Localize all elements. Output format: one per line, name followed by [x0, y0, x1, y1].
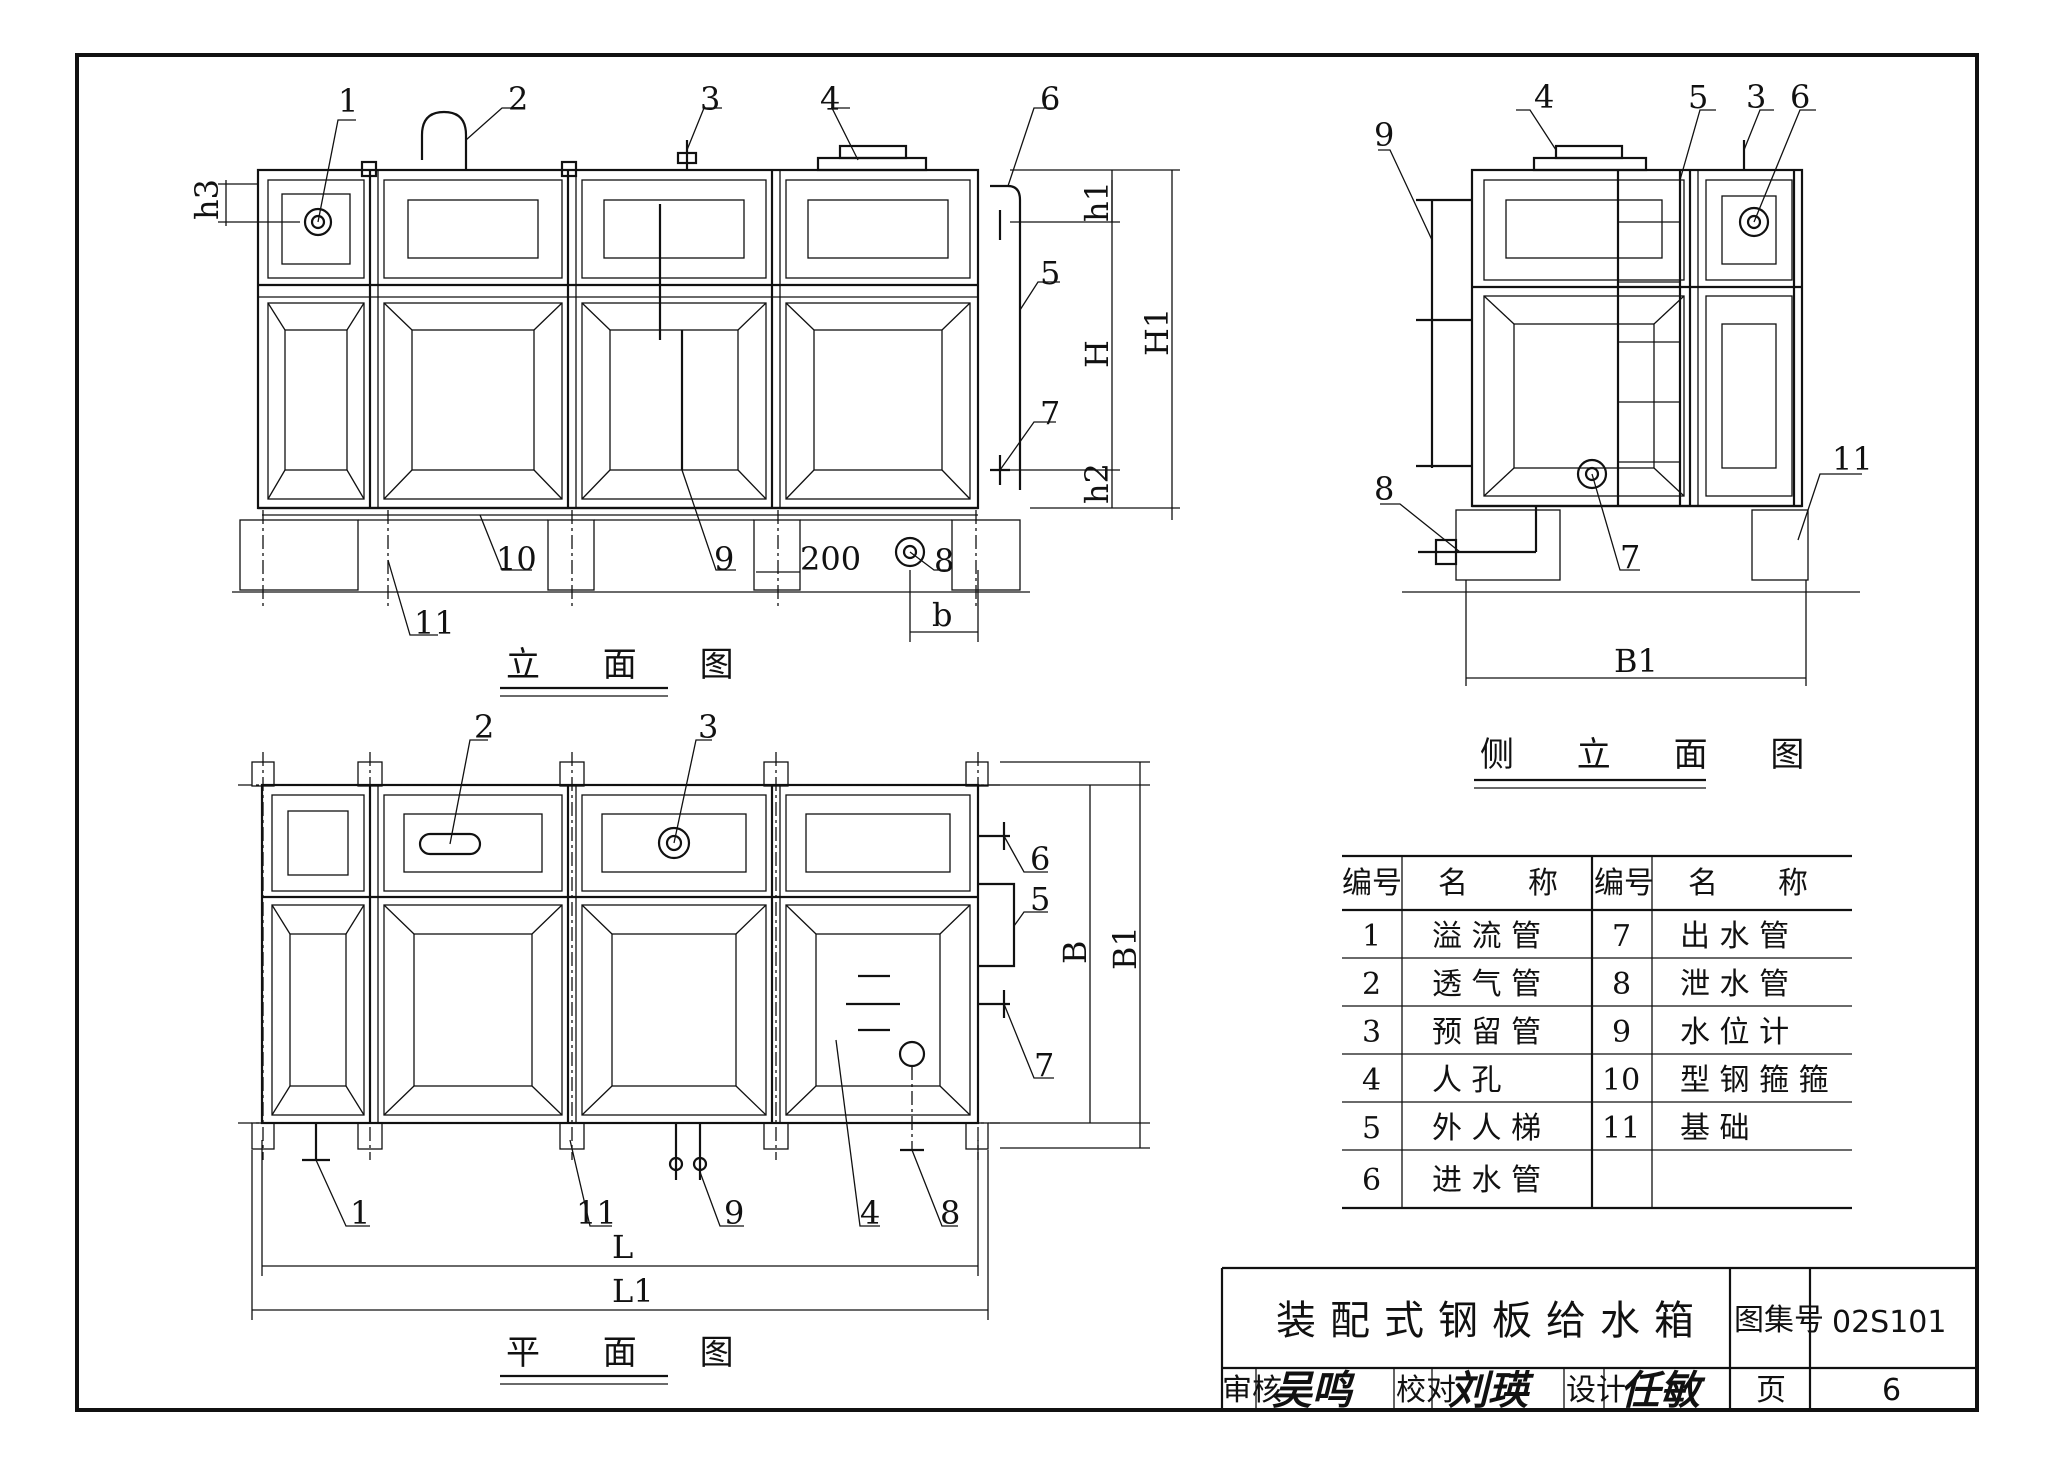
side-callout-9: 9 — [1374, 116, 1394, 154]
side-view-title: 侧 立 面 图 — [1480, 735, 1830, 775]
page-number: 6 — [1882, 1373, 1901, 1408]
legend-header-no-1: 编号 — [1342, 866, 1402, 901]
front-dim-b: b — [932, 596, 952, 634]
front-dim-H1: H1 — [1138, 308, 1176, 356]
legend-name: 泄 水 管 — [1680, 967, 1789, 1002]
legend-no: 10 — [1602, 1063, 1640, 1098]
front-callout-7: 7 — [1040, 394, 1060, 432]
front-callout-10: 10 — [496, 540, 537, 578]
check-signature: 刘瑛 — [1448, 1367, 1535, 1414]
front-elevation — [218, 107, 1180, 642]
front-dim-h3: h3 — [188, 179, 226, 220]
front-callout-3: 3 — [700, 80, 720, 118]
legend-no: 2 — [1362, 967, 1381, 1002]
front-callout-6: 6 — [1040, 80, 1060, 118]
page-label: 页 — [1756, 1373, 1786, 1408]
plan-view-title: 平 面 图 — [506, 1333, 760, 1373]
legend-name: 型 钢 箍 箍 — [1680, 1063, 1829, 1098]
legend-no: 7 — [1612, 919, 1631, 954]
legend-no: 6 — [1362, 1163, 1381, 1198]
plan-callout-3: 3 — [698, 708, 718, 746]
check-label: 校对 — [1396, 1373, 1456, 1408]
legend-no: 1 — [1362, 919, 1381, 954]
front-dim-h2: h2 — [1078, 463, 1116, 504]
plan-dim-L: L — [612, 1228, 633, 1266]
side-callout-7: 7 — [1620, 538, 1640, 576]
legend-table — [1342, 854, 1852, 1210]
plan-callout-8: 8 — [940, 1194, 960, 1232]
legend-name: 基 础 — [1680, 1111, 1750, 1146]
plan-dim-B: B — [1056, 940, 1094, 964]
plan-callout-9: 9 — [724, 1194, 744, 1232]
plan-dim-B1: B1 — [1106, 926, 1144, 970]
side-callout-4: 4 — [1534, 78, 1554, 116]
side-elevation — [1378, 109, 1862, 686]
plan-callout-5: 5 — [1030, 880, 1050, 918]
review-label: 审核 — [1222, 1373, 1282, 1408]
legend-name: 外 人 梯 — [1432, 1111, 1541, 1146]
front-dim-h1: h1 — [1078, 181, 1116, 222]
legend-no: 3 — [1362, 1015, 1381, 1050]
plan-callout-7: 7 — [1034, 1046, 1054, 1084]
side-callout-5: 5 — [1688, 78, 1708, 116]
legend-no: 4 — [1362, 1063, 1381, 1098]
side-callout-11: 11 — [1832, 440, 1873, 478]
legend-name: 溢 流 管 — [1432, 919, 1541, 954]
front-callout-8: 8 — [934, 542, 954, 580]
side-callout-8: 8 — [1374, 470, 1394, 508]
legend-name: 人 孔 — [1432, 1063, 1502, 1098]
plan-callout-4: 4 — [860, 1194, 880, 1232]
legend-header-name-2: 名 称 — [1688, 866, 1808, 901]
plan-dim-L1: L1 — [612, 1272, 654, 1310]
legend-name: 透 气 管 — [1432, 967, 1541, 1002]
legend-no: 8 — [1612, 967, 1631, 1002]
title-block — [1220, 1266, 1977, 1410]
design-label: 设计 — [1566, 1373, 1626, 1408]
atlas-number: 02S101 — [1832, 1305, 1946, 1340]
plan-callout-1: 1 — [350, 1194, 370, 1232]
review-signature: 吴鸣 — [1272, 1367, 1356, 1414]
legend-header-name-1: 名 称 — [1438, 866, 1558, 901]
front-callout-11: 11 — [414, 604, 455, 642]
plan-callout-11: 11 — [576, 1194, 617, 1232]
atlas-label: 图集号 — [1734, 1303, 1824, 1338]
legend-no: 11 — [1602, 1111, 1640, 1146]
legend-name: 水 位 计 — [1680, 1015, 1789, 1050]
front-callout-2: 2 — [508, 80, 528, 118]
legend-name: 预 留 管 — [1432, 1015, 1541, 1050]
legend-name: 出 水 管 — [1680, 919, 1789, 954]
front-dim-200: 200 — [800, 540, 861, 578]
front-callout-1: 1 — [338, 82, 358, 120]
side-dim-B1: B1 — [1614, 642, 1658, 680]
side-callout-6: 6 — [1790, 78, 1810, 116]
legend-header-no-2: 编号 — [1594, 866, 1654, 901]
plan-view — [238, 739, 1150, 1320]
drawing-title: 装配式钢板给水箱 — [1276, 1298, 1708, 1344]
legend-name: 进 水 管 — [1432, 1163, 1541, 1198]
front-callout-4: 4 — [820, 80, 840, 118]
legend-no: 9 — [1612, 1015, 1631, 1050]
design-signature: 任敏 — [1620, 1367, 1706, 1414]
front-view-title: 立 面 图 — [506, 645, 760, 685]
sheet-border — [75, 53, 1979, 1412]
plan-callout-2: 2 — [474, 708, 494, 746]
front-dim-H: H — [1078, 340, 1116, 368]
plan-callout-6: 6 — [1030, 840, 1050, 878]
legend-no: 5 — [1362, 1111, 1381, 1146]
side-callout-3: 3 — [1746, 78, 1766, 116]
front-callout-5: 5 — [1040, 254, 1060, 292]
front-callout-9: 9 — [714, 540, 734, 578]
